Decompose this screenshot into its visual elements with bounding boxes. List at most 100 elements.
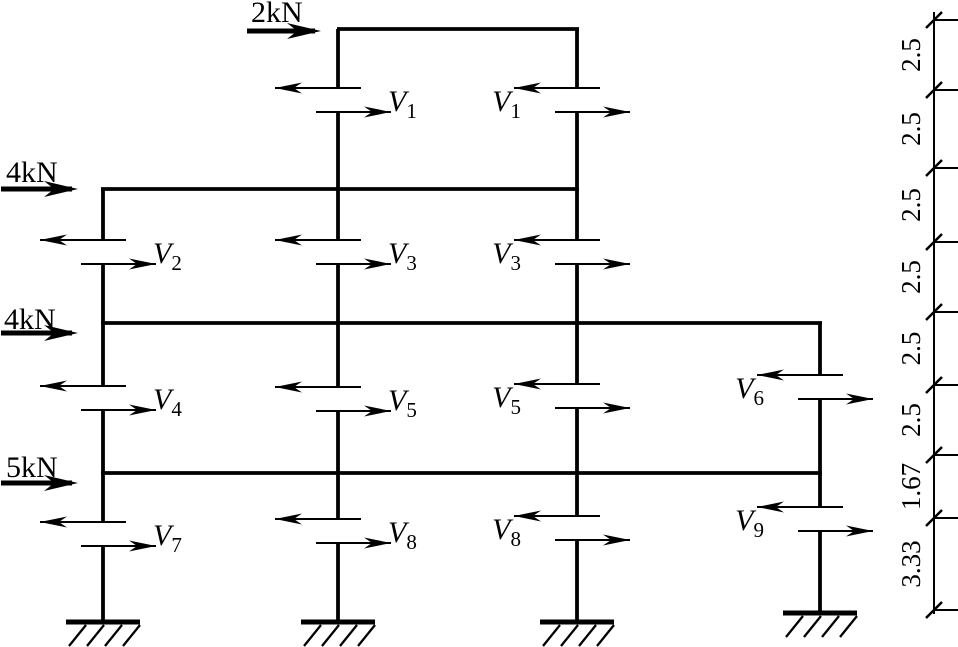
cut-lower-arrow-right-icon bbox=[129, 404, 156, 416]
column-cut-gap bbox=[574, 89, 580, 111]
ground-hatch-line bbox=[542, 624, 561, 647]
shear-cut-V8-col3: V8 bbox=[492, 510, 630, 551]
shear-label: V5 bbox=[492, 381, 521, 419]
load-label: 4kN bbox=[4, 303, 56, 336]
shear-cut-V5-col2: V5 bbox=[275, 381, 417, 422]
ground-hatch-line bbox=[839, 615, 858, 638]
shear-label: V1 bbox=[388, 85, 417, 123]
shear-label: V1 bbox=[492, 85, 521, 123]
dimension-tick-slash bbox=[925, 303, 943, 321]
ground-hatch-line bbox=[339, 624, 358, 647]
ground-hatch-line bbox=[68, 624, 87, 647]
load-3: 4kN bbox=[1, 303, 78, 341]
cut-upper-arrow-left-icon bbox=[275, 513, 302, 525]
column-cut-gap bbox=[100, 387, 106, 409]
shear-cut-V4-col1: V4 bbox=[40, 380, 182, 421]
shear-cut-V7-col1: V7 bbox=[40, 516, 182, 557]
cut-lower-arrow-right-icon bbox=[846, 393, 873, 405]
cut-upper-arrow-left-icon bbox=[40, 380, 67, 392]
dimension-tick-slash bbox=[925, 509, 943, 527]
ground-hatch-line bbox=[357, 624, 376, 647]
load-arrow-right-icon bbox=[287, 23, 321, 39]
shear-cut-V1-col3: V1 bbox=[492, 82, 630, 123]
cut-lower-arrow-right-icon bbox=[603, 402, 630, 414]
cut-upper-arrow-left-icon bbox=[275, 82, 302, 94]
shear-label: V9 bbox=[735, 504, 764, 542]
column-cut-gap bbox=[574, 385, 580, 407]
cut-upper-arrow-left-icon bbox=[514, 510, 541, 522]
ground-hatch-line bbox=[104, 624, 123, 647]
cut-upper-arrow-left-icon bbox=[514, 82, 541, 94]
dimension-label: 2.5 bbox=[896, 260, 926, 294]
cut-upper-arrow-left-icon bbox=[514, 378, 541, 390]
load-label: 5kN bbox=[6, 451, 58, 484]
shear-label: V8 bbox=[492, 513, 521, 551]
cut-upper-arrow-left-icon bbox=[40, 234, 67, 246]
load-label: 4kN bbox=[6, 156, 58, 189]
fixed-support-4 bbox=[783, 610, 858, 638]
ground-hatch-line bbox=[560, 624, 579, 647]
load-4: 5kN bbox=[1, 451, 78, 491]
cut-lower-arrow-right-icon bbox=[364, 537, 391, 549]
column-cut-gap bbox=[574, 517, 580, 539]
shear-cut-V1-col2: V1 bbox=[275, 82, 417, 123]
load-1: 2kN bbox=[247, 0, 321, 39]
cut-upper-arrow-left-icon bbox=[275, 234, 302, 246]
fixed-support-1 bbox=[66, 619, 141, 647]
dimension-tick-slash bbox=[925, 11, 943, 29]
ground-hatch-line bbox=[596, 624, 615, 647]
dimension-tick-slash bbox=[925, 81, 943, 99]
column-cut-gap bbox=[335, 89, 341, 111]
shear-label: V5 bbox=[388, 384, 417, 422]
ground-hatch-line bbox=[785, 615, 804, 638]
ground-hatch-line bbox=[321, 624, 340, 647]
dimension-label: 2.5 bbox=[896, 112, 926, 146]
dimension-label: 2.5 bbox=[896, 332, 926, 366]
dimension-label: 2.5 bbox=[896, 38, 926, 72]
shear-cut-V3-col2: V3 bbox=[275, 234, 417, 275]
shear-label: V7 bbox=[153, 519, 182, 557]
fixed-support-3 bbox=[540, 619, 615, 647]
cut-upper-arrow-left-icon bbox=[757, 369, 784, 381]
column-cut-gap bbox=[817, 508, 823, 530]
dimension-label: 2.5 bbox=[896, 188, 926, 222]
load-arrow-right-icon bbox=[44, 475, 78, 491]
load-arrow-right-icon bbox=[44, 325, 78, 341]
shear-label: V3 bbox=[388, 237, 417, 275]
dimension-tick-slash bbox=[925, 601, 943, 619]
shear-label: V2 bbox=[153, 237, 182, 275]
dimension-tick-slash bbox=[925, 446, 943, 464]
shear-label: V6 bbox=[735, 372, 764, 410]
dimension-label: 2.5 bbox=[896, 403, 926, 437]
shear-cut-V5-col3: V5 bbox=[492, 378, 630, 419]
column-cut-gap bbox=[335, 520, 341, 542]
shear-label: V8 bbox=[388, 516, 417, 554]
shear-label: V4 bbox=[153, 383, 182, 421]
ground-hatch-line bbox=[86, 624, 105, 647]
ground-hatch-line bbox=[803, 615, 822, 638]
shear-cut-V8-col2: V8 bbox=[275, 513, 417, 554]
cut-lower-arrow-right-icon bbox=[603, 258, 630, 270]
shear-cut-V9-col4: V9 bbox=[735, 501, 873, 542]
cut-lower-arrow-right-icon bbox=[603, 534, 630, 546]
shear-cut-V3-col3: V3 bbox=[492, 234, 630, 275]
cut-upper-arrow-left-icon bbox=[40, 516, 67, 528]
cut-upper-arrow-left-icon bbox=[757, 501, 784, 513]
load-label: 2kN bbox=[251, 0, 303, 29]
shear-label: V3 bbox=[492, 237, 521, 275]
shear-cut-V2-col1: V2 bbox=[40, 234, 182, 275]
ground-hatch-line bbox=[122, 624, 141, 647]
dimension-tick-slash bbox=[925, 233, 943, 251]
cut-lower-arrow-right-icon bbox=[129, 258, 156, 270]
cut-upper-arrow-left-icon bbox=[275, 381, 302, 393]
cut-lower-arrow-right-icon bbox=[364, 258, 391, 270]
dimension-tick-slash bbox=[925, 159, 943, 177]
shear-cut-V6-col4: V6 bbox=[735, 369, 873, 410]
dimension-scale: 2.52.52.52.52.52.51.673.33 bbox=[896, 11, 958, 619]
cut-lower-arrow-right-icon bbox=[364, 106, 391, 118]
ground-hatch-line bbox=[303, 624, 322, 647]
column-cut-gap bbox=[335, 241, 341, 263]
dimension-tick-slash bbox=[925, 376, 943, 394]
load-2: 4kN bbox=[1, 156, 78, 197]
